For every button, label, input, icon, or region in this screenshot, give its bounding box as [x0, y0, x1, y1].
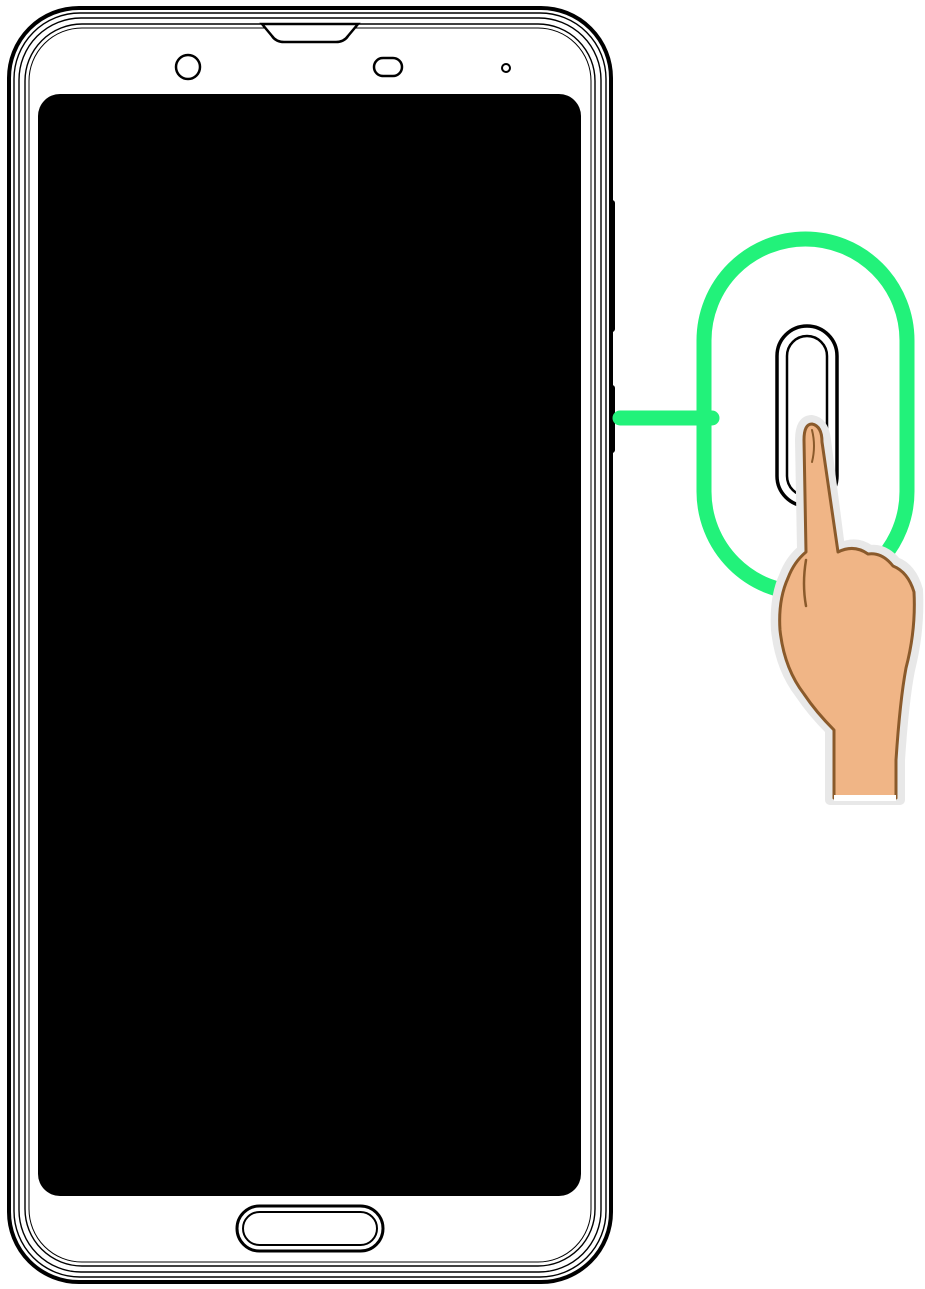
front-camera-icon: [174, 53, 202, 81]
phone-frame-line-2: [18, 17, 602, 1273]
pointing-finger-icon: [770, 415, 924, 805]
light-sensor-icon: [501, 63, 511, 73]
home-button-inner: [242, 1211, 378, 1246]
home-button-icon: [235, 1204, 385, 1253]
phone-screen: [38, 94, 581, 1196]
phone-frame-line-1: [13, 12, 607, 1278]
sensor-icon: [372, 56, 404, 78]
phone-body: [7, 6, 613, 1284]
earpiece-icon: [259, 22, 361, 44]
